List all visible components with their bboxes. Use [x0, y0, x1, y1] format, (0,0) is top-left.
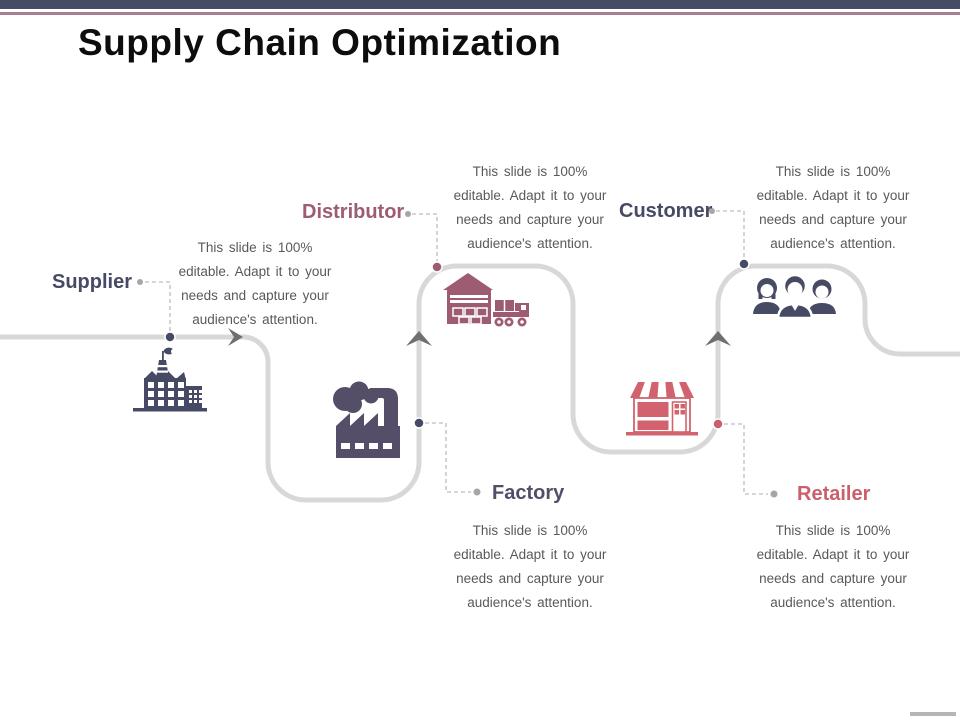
stage-label-retailer: Retailer — [797, 483, 871, 505]
stage-description-factory: This slide is 100% editable. Adapt it to… — [453, 523, 607, 610]
warehouse-truck-icon — [443, 273, 529, 327]
stage-description-supplier: This slide is 100% editable. Adapt it to… — [178, 240, 332, 327]
storefront-icon — [626, 382, 698, 436]
stage-description-retailer: This slide is 100% editable. Adapt it to… — [756, 523, 910, 610]
connector-factory — [425, 422, 471, 493]
road-path — [0, 263, 960, 503]
stage-label-supplier: Supplier — [52, 271, 133, 293]
header-stripe-mauve — [0, 12, 960, 15]
label-dot-factory — [473, 488, 481, 496]
label-dot-customer — [709, 208, 715, 214]
flow-arrow-right-icon — [228, 328, 243, 346]
connector-customer — [716, 210, 745, 261]
label-dot-distributor — [405, 211, 411, 217]
road-dot-factory — [413, 417, 425, 429]
road-dot-distributor — [431, 261, 443, 273]
header-stripe-navy — [0, 0, 960, 9]
stage-label-factory: Factory — [492, 482, 565, 504]
stage-description-distributor: This slide is 100% editable. Adapt it to… — [453, 164, 607, 251]
people-group-icon — [753, 273, 836, 320]
stage-label-distributor: Distributor — [302, 201, 405, 223]
road-dot-retailer — [712, 418, 724, 430]
connector-distributor — [412, 213, 438, 262]
flow-arrow-up-icon — [406, 331, 432, 346]
label-dot-retailer — [770, 490, 778, 498]
footer-bar — [910, 712, 956, 716]
connector-supplier — [145, 281, 171, 331]
stage-label-customer: Customer — [619, 200, 713, 222]
page-title: Supply Chain Optimization — [78, 22, 562, 63]
stage-description-customer: This slide is 100% editable. Adapt it to… — [756, 164, 910, 251]
connector-retailer — [724, 423, 768, 495]
factory-smoke-icon — [333, 381, 400, 458]
road-dot-customer — [738, 258, 750, 270]
factory-building-icon — [133, 347, 207, 412]
label-dot-supplier — [137, 279, 143, 285]
road-dot-supplier — [164, 331, 176, 343]
flow-arrow-up-icon — [705, 331, 731, 346]
